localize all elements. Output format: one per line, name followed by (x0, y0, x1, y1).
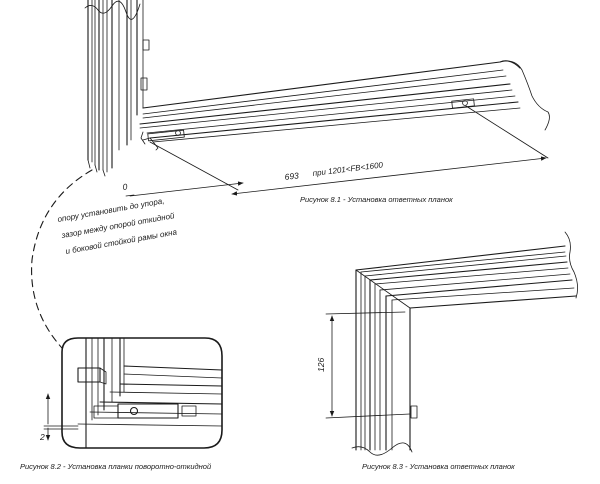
figure-8-3-caption: Рисунок 8.3 - Установка ответных планок (362, 462, 515, 471)
dim-height-label: 126 (316, 358, 326, 372)
dim-gap-label: 2 (39, 432, 45, 442)
frame-stile (84, 0, 150, 177)
dimension-693 (125, 105, 549, 197)
frame-rail (139, 60, 550, 151)
figure-8-1-caption: Рисунок 8.1 - Установка ответных планок (300, 195, 453, 204)
dim-length-value: 693 (284, 170, 300, 182)
figure-8-2-caption: Рисунок 8.2 - Установка планки поворотно… (20, 462, 212, 471)
figure-8-2-drawing: 2 Рисунок 8.2 - Установка планки поворот… (20, 337, 223, 471)
detail-leader-dashed (31, 169, 93, 349)
dim-zero-label: 0 (122, 181, 128, 192)
figure-8-3-drawing: 126 Рисунок 8.3 - Установка ответных пла… (316, 231, 578, 471)
assembly-note: опору установить до упора, зазор между о… (57, 196, 178, 256)
dim-length-condition: при 1201<FB<1600 (312, 160, 384, 178)
figure-8-1-drawing: 0 693 при 1201<FB<1600 Рисунок 8.1 - Уст… (84, 0, 550, 204)
